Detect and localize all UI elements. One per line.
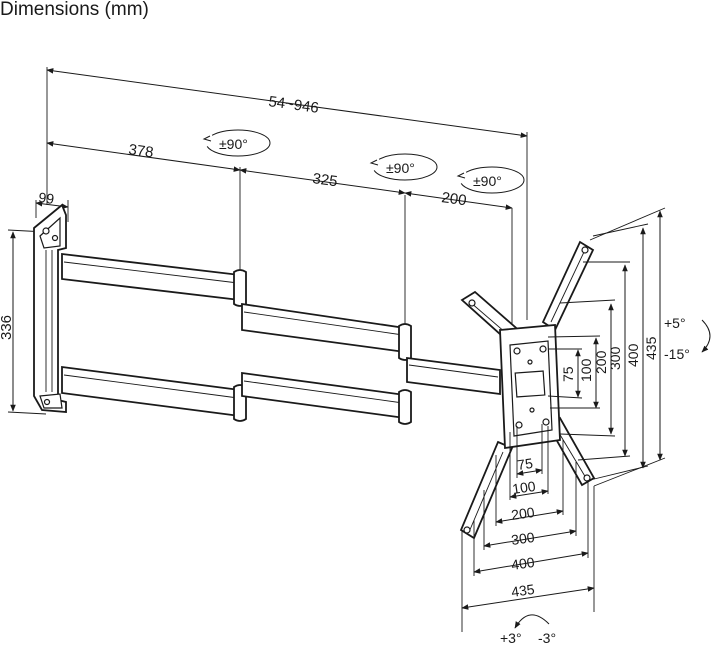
vesa-v-435: 435 [643,336,659,360]
arm-3-label: 200 [440,189,467,209]
arm-segment-3 [406,356,501,396]
tilt-indicator: +5° -15° [664,315,711,362]
rotation-cw-label: +3° [500,630,522,646]
swivel-label-1: ±90° [219,136,248,152]
swivel-indicator-2: ±90° [369,153,438,181]
swivel-label-3: ±90° [473,173,502,189]
vesa-bracket [459,240,596,540]
rotation-ccw-label: -3° [538,630,556,646]
arm-2-dimension-line [239,168,406,195]
arm-3-dimension-line [404,191,513,210]
vesa-h-435: 435 [510,581,536,600]
vesa-h-100: 100 [511,478,537,497]
diagram-title: Dimensions (mm) [0,0,149,20]
vesa-v-200: 200 [593,350,609,374]
total-reach-label: 54~946 [267,93,319,117]
wall-plate [33,203,67,413]
vesa-h-400: 400 [510,554,536,573]
vesa-h-300: 300 [510,529,536,548]
arm-1-label: 378 [127,141,154,161]
tilt-up-label: +5° [664,315,686,331]
vesa-v-75: 75 [560,366,576,382]
arm-2-label: 325 [311,170,338,190]
swivel-label-2: ±90° [386,160,415,176]
vesa-h-75: 75 [516,455,534,473]
swivel-indicator-1: ±90° [202,129,271,157]
vesa-horizontal-dimensions [461,424,595,632]
rotation-indicator: +3° -3° [500,614,556,646]
plate-width-label: 99 [38,189,56,207]
vesa-vertical-dimensions [547,207,666,487]
vesa-h-200: 200 [510,504,536,523]
arm-segment-2 [241,302,412,425]
swivel-indicator-3: ±90° [456,166,525,194]
tilt-down-label: -15° [664,346,690,362]
arm-segment-1 [61,252,247,422]
vesa-v-400: 400 [625,343,641,367]
arm-1-dimension-line [46,141,241,172]
plate-height-label: 336 [0,315,15,340]
total-reach-dimension-line [46,68,528,138]
top-dimensions [46,67,528,330]
vesa-v-300: 300 [607,346,623,370]
vesa-v-100: 100 [578,358,594,382]
